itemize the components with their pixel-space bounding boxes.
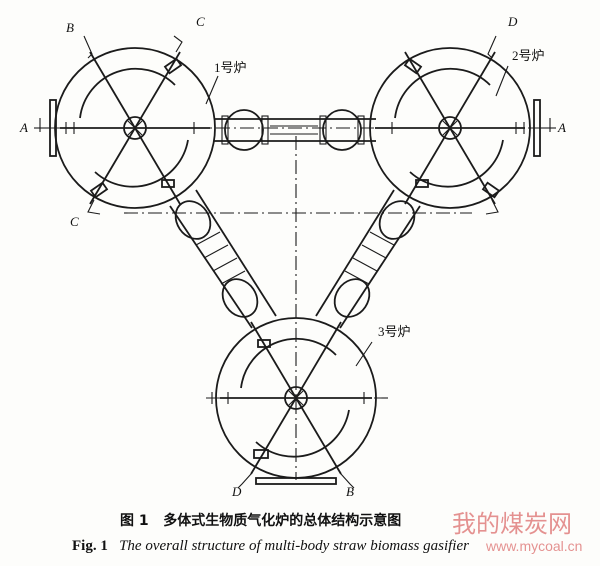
caption-en-text: The overall structure of multi-body stra… <box>119 538 469 554</box>
furnace-1 <box>34 35 219 215</box>
section-b-top-label: B <box>66 20 74 35</box>
watermark-url: www.mycoal.cn <box>486 538 583 554</box>
furnace-1-label: 1号炉 <box>214 60 247 75</box>
furnace-3 <box>211 317 377 489</box>
furnace-3-label: 3号炉 <box>378 324 411 339</box>
caption-en: Fig. 1 The overall structure of multi-bo… <box>72 538 469 555</box>
caption-cn-fig: 图 1 <box>120 513 149 529</box>
pipe-1-3 <box>169 189 277 329</box>
furnace-2-label: 2号炉 <box>512 48 545 63</box>
caption-en-fig: Fig. 1 <box>72 538 108 554</box>
pipe-1-2 <box>214 109 376 151</box>
center-lines <box>48 127 552 480</box>
section-d-top-label: D <box>507 14 518 29</box>
caption-cn-text: 多体式生物质气化炉的总体结构示意图 <box>163 513 402 529</box>
section-c-top-label: C <box>196 14 205 29</box>
section-b-bottom-label: B <box>346 484 354 499</box>
section-a-left-label: A <box>19 120 28 135</box>
watermark-text: 我的煤炭网 <box>452 510 572 538</box>
labels: 1号炉 2号炉 3号炉 A A B B C C D D <box>19 14 566 499</box>
caption-cn: 图 1 多体式生物质气化炉的总体结构示意图 <box>120 510 401 530</box>
pipe-2-3 <box>315 189 421 329</box>
furnace-2 <box>369 35 556 215</box>
section-a-right-label: A <box>557 120 566 135</box>
section-c-bottom-label: C <box>70 214 79 229</box>
section-d-bottom-label: D <box>231 484 242 499</box>
